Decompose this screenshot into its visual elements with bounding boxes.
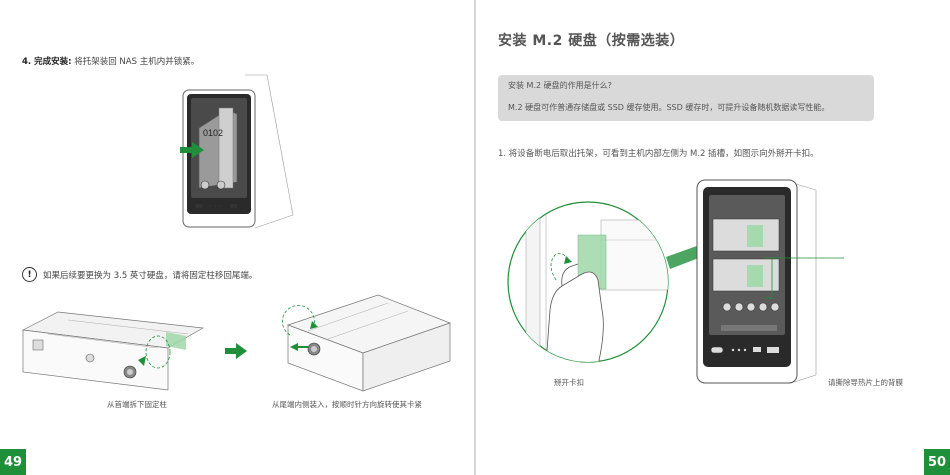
callout-open-clip: 掰开卡扣 — [554, 377, 584, 388]
warning-text: 如果后续要更换为 3.5 英寸硬盘，请将固定柱移回尾端。 — [43, 269, 257, 281]
left-page: 4. 完成安装: 将托架装回 NAS 主机内并锁紧。 01 02 ! 如果后续要… — [0, 0, 474, 475]
faq-box: 安装 M.2 硬盘的作用是什么? M.2 硬盘可作普通存储盘或 SSD 缓存使用… — [498, 75, 874, 121]
tray-insert-post-illustration — [268, 295, 453, 395]
warning-note: ! 如果后续要更换为 3.5 英寸硬盘，请将固定柱移回尾端。 — [22, 267, 257, 282]
step4-instruction: 4. 完成安装: 将托架装回 NAS 主机内并锁紧。 — [22, 55, 199, 67]
callout-line-thermal-pad — [764, 252, 874, 377]
step1-instruction: 1. 将设备断电后取出托架，可看到主机内部左侧为 M.2 插槽，如图示向外掰开卡… — [498, 147, 819, 159]
page-number-left: 49 — [0, 449, 26, 475]
caption-remove-post: 从首端拆下固定柱 — [107, 399, 167, 410]
slot-label-02: 02 — [213, 128, 223, 138]
faq-answer: M.2 硬盘可作普通存储盘或 SSD 缓存使用。SSD 缓存时，可提升设备随机数… — [508, 102, 864, 113]
tray-remove-post-illustration — [18, 300, 208, 392]
callout-remove-film: 请撕除导热片上的背膜 — [828, 377, 903, 388]
faq-question: 安装 M.2 硬盘的作用是什么? — [508, 80, 864, 91]
step-transition-arrow-icon — [225, 343, 247, 359]
section-title: 安装 M.2 硬盘（按需选装） — [498, 30, 684, 50]
step4-label: 4. 完成安装: — [22, 57, 72, 67]
warning-icon: ! — [22, 267, 37, 282]
insert-arrow-icon — [180, 142, 204, 158]
right-page: 安装 M.2 硬盘（按需选装） 安装 M.2 硬盘的作用是什么? M.2 硬盘可… — [476, 0, 950, 475]
page-number-right: 50 — [924, 449, 950, 475]
slot-label-01: 01 — [203, 128, 213, 138]
step4-text: 将托架装回 NAS 主机内并锁紧。 — [74, 57, 199, 67]
zoom-detail-hand-illustration — [506, 200, 671, 365]
caption-insert-post: 从尾端内侧装入，按顺时针方向旋转使其卡紧 — [272, 399, 422, 410]
